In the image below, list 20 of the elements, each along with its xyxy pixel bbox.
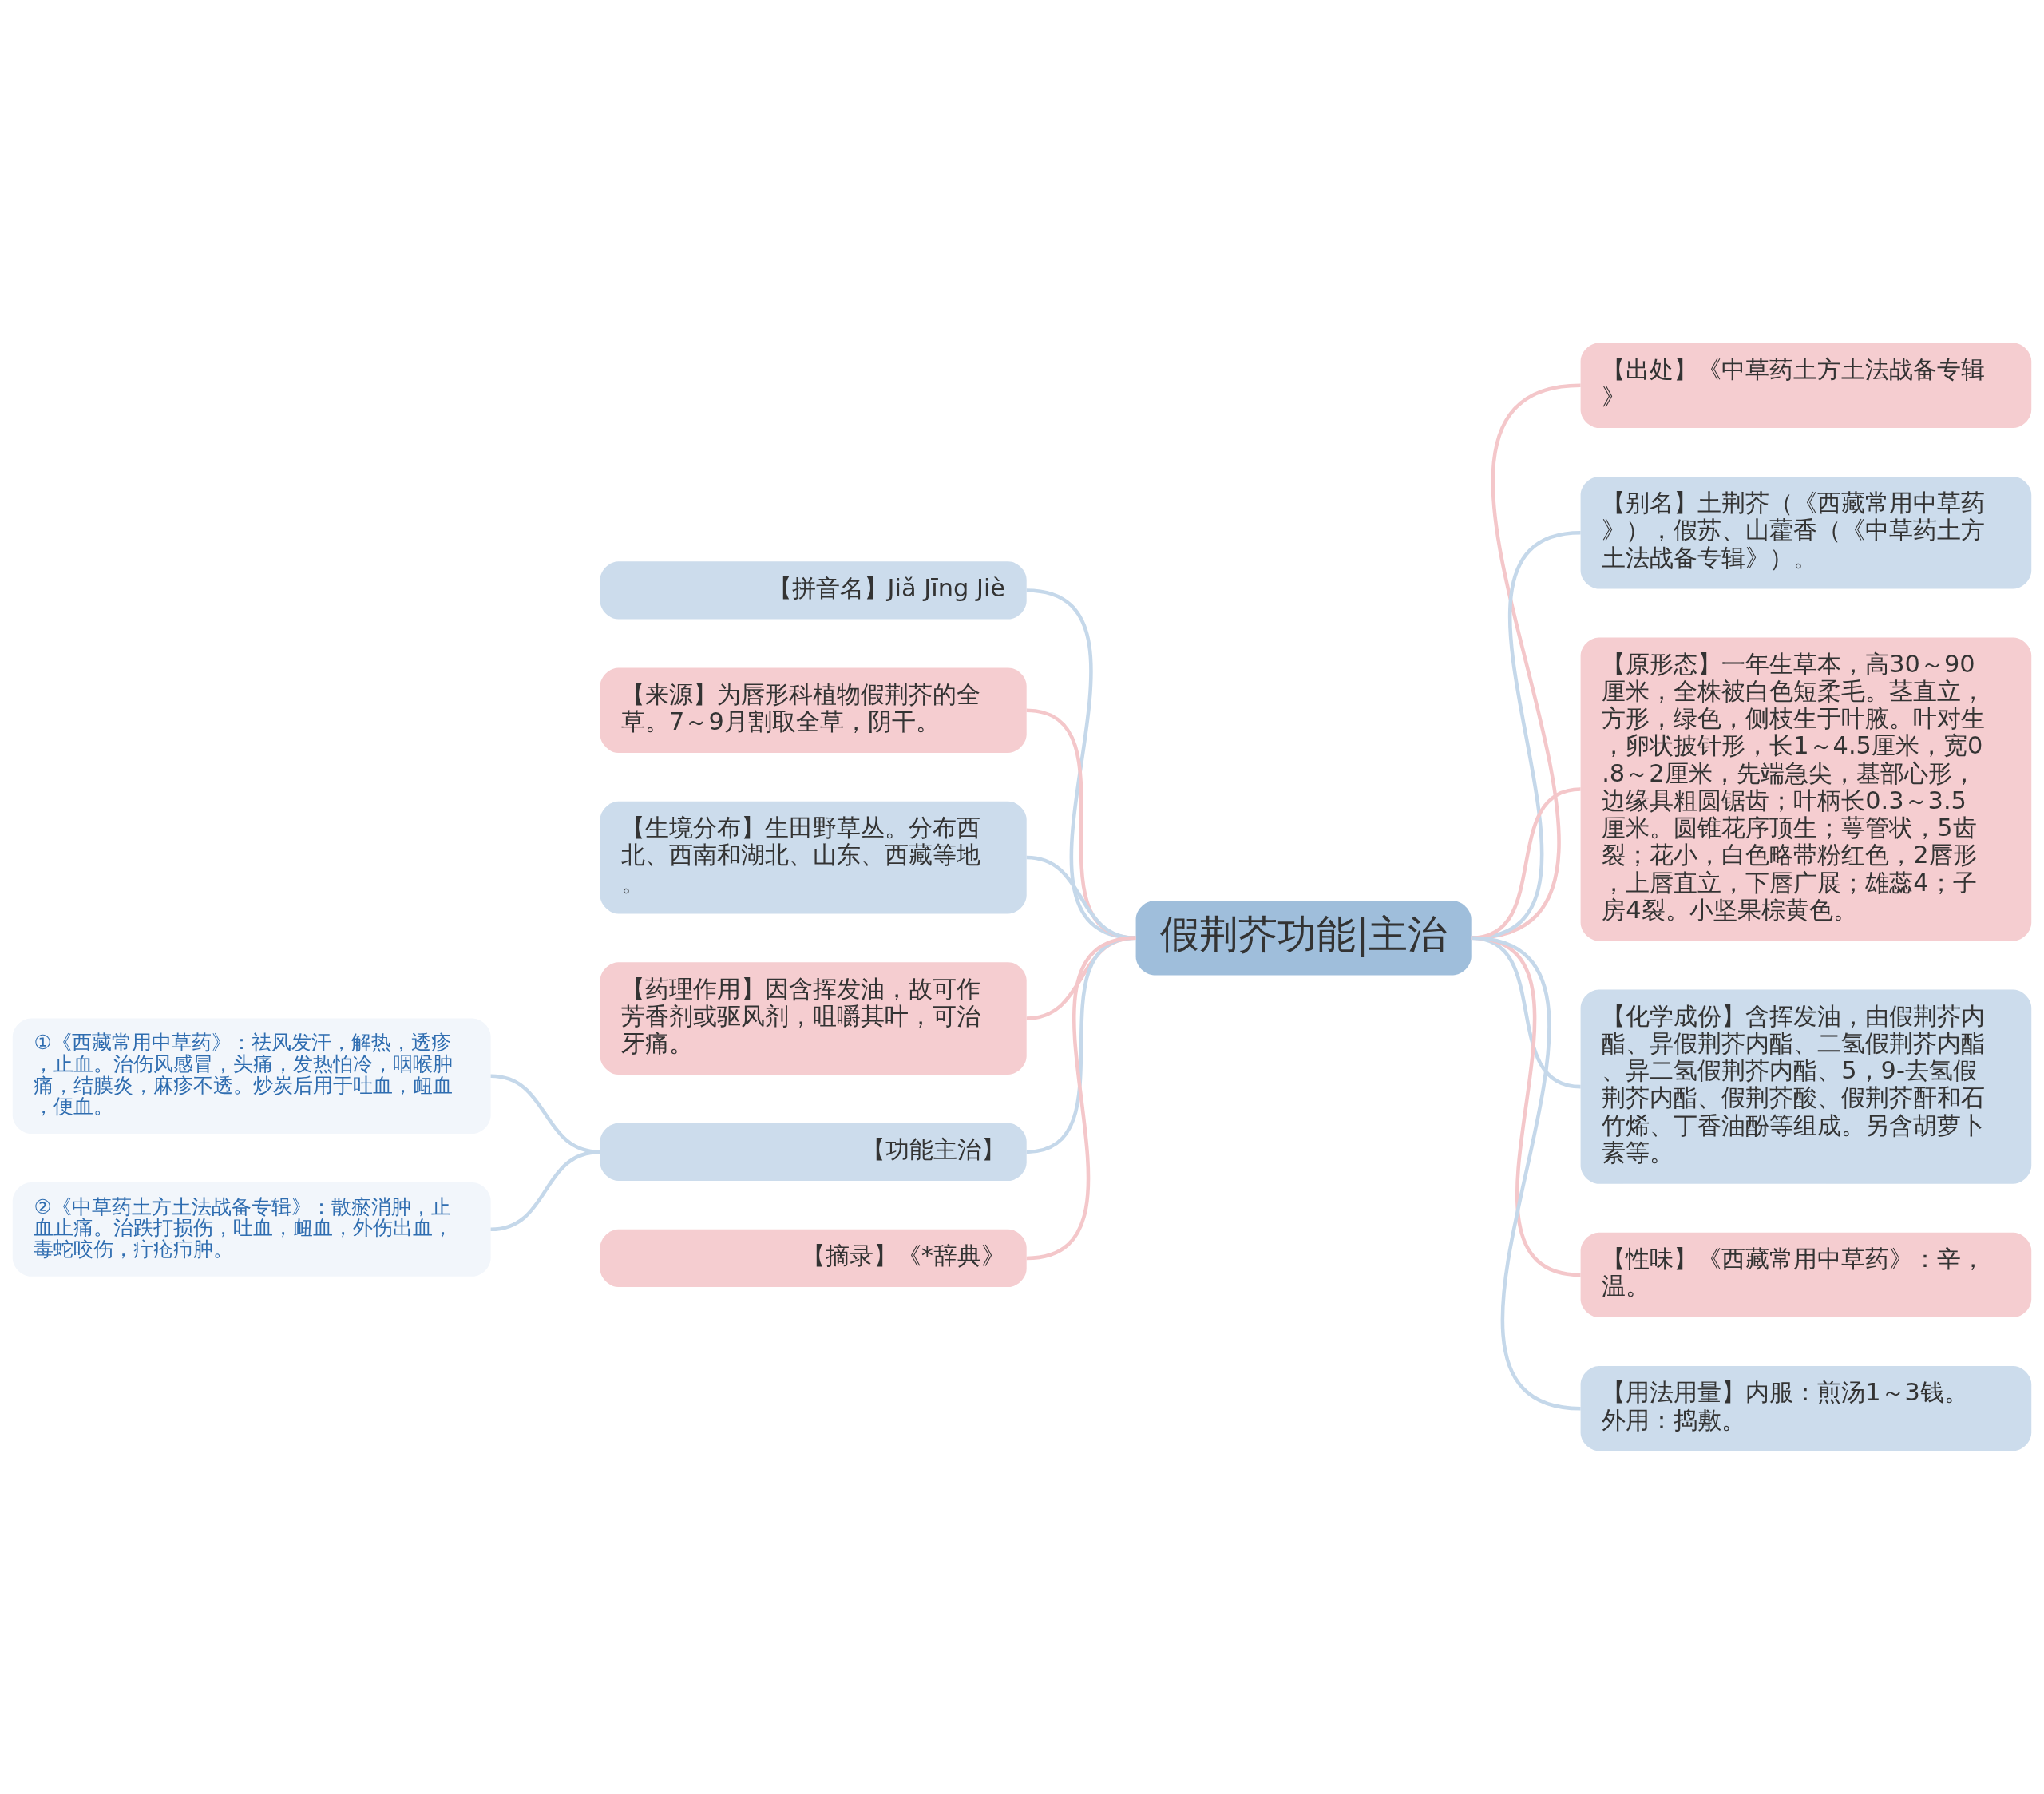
node-box: 【别名】土荆芥（《西藏常用中草药》），假苏、山藿香（《中草药土方土法战备专辑》）。 — [1580, 476, 2032, 589]
node-box: 【用法用量】内服：煎汤1～3钱。外用：捣敷。 — [1580, 1365, 2032, 1451]
node-box: ①《西藏常用中草药》：祛风发汗，解热，透疹，止血。治伤风感冒，头痛，发热怕冷，咽喉肿痛，结膜炎，麻疹不透。炒炭后用于吐血，衄血，便血。 — [12, 1018, 491, 1135]
node-box: 【药理作用】因含挥发油，故可作芳香剂或驱风剂，咀嚼其叶，可治牙痛。 — [600, 962, 1027, 1075]
node-box: 【生境分布】生田野草丛。分布西北、西南和湖北、山东、西藏等地。 — [600, 801, 1027, 914]
connector — [490, 1150, 600, 1232]
node-box: 【化学成份】含挥发油，由假荆芥内酯、异假荆芥内酯、二氢假荆芥内酯、异二氢假荆芥内酯、5，9-去氢假荆芥内酯、假荆芥酸、假荆芥酐和石竹烯、丁香油酚等组成。另含胡萝卜素等。 — [1580, 989, 2032, 1184]
node-box: 【拼音名】Jiǎ Jīng Jiè — [600, 561, 1027, 620]
node-box: 【出处】《中草药土方土法战备专辑》 — [1580, 343, 2032, 429]
node-box: 【来源】为唇形科植物假荆芥的全草。7～9月割取全草，阴干。 — [600, 667, 1027, 753]
connector — [490, 1074, 600, 1154]
connector — [1471, 936, 1582, 1411]
connector — [1026, 588, 1137, 941]
node-box: 【原形态】一年生草本，高30～90厘米，全株被白色短柔毛。茎直立，方形，绿色，侧枝生于叶腋。叶对生，卵状披针形，长1～4.5厘米，宽0.8～2厘米，先端急尖，基部心形，边缘具粗圆锯齿；叶柄长0.3～3.5厘米。圆锥花序顶生；萼管状，5齿裂；花小，白色略带粉红色，2唇形，上唇直立，下唇广展；雄蕊4；子房4裂。小坚果棕黄色。 — [1580, 637, 2032, 941]
node-box: 【摘录】《*辞典》 — [600, 1229, 1027, 1288]
node-box: 【性味】《西藏常用中草药》：辛，温。 — [1580, 1232, 2032, 1318]
node-box: 【功能主治】 — [600, 1123, 1027, 1181]
connector — [1026, 936, 1137, 1261]
node-box: ②《中草药土方土法战备专辑》：散瘀消肿，止血止痛。治跌打损伤，吐血，衄血，外伤出血，毒蛇咬伤，疔疮疖肿。 — [12, 1182, 491, 1277]
node-box: 假荆芥功能|主治 — [1135, 901, 1472, 976]
